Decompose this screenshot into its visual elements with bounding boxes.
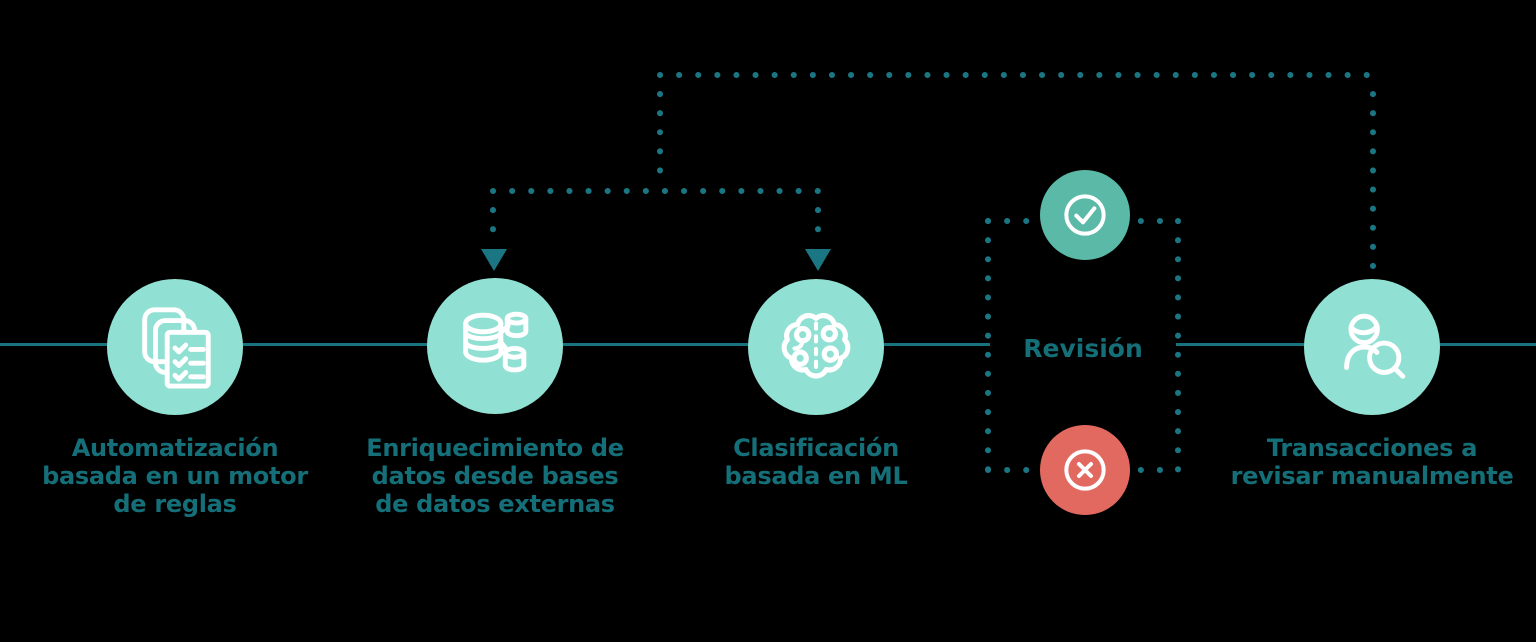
person-magnifier-icon <box>1344 313 1406 379</box>
label-line: de reglas <box>113 490 237 518</box>
step-circle-data-enrichment <box>427 278 563 414</box>
label-line: datos desde bases <box>371 462 619 490</box>
step-label-ml-classification: Clasificación basada en ML <box>725 434 908 490</box>
label-line: basada en un motor <box>42 462 308 490</box>
ml-brain-icon <box>781 313 851 379</box>
arrowhead-right <box>805 249 831 271</box>
arrowhead-left <box>481 249 507 271</box>
label-line: Enriquecimiento de <box>366 434 624 462</box>
step-label-manual-review: Transacciones a revisar manualmente <box>1231 434 1514 490</box>
label-line: revisar manualmente <box>1230 462 1514 490</box>
label-line: Automatización <box>71 434 279 462</box>
step-circle-rules-engine <box>107 279 243 415</box>
label-line: de datos externas <box>375 490 615 518</box>
check-circle-icon <box>1064 194 1106 236</box>
step-label-data-enrichment: Enriquecimiento de datos desde bases de … <box>366 434 624 518</box>
step-circle-ml-classification <box>748 279 884 415</box>
label-line: Clasificación <box>733 434 899 462</box>
step-label-rules-engine: Automatización basada en un motor de reg… <box>42 434 308 518</box>
label-line: Transacciones a <box>1266 434 1478 462</box>
review-label: Revisión <box>1023 334 1143 363</box>
review-reject-circle <box>1040 425 1130 515</box>
step-circle-manual-review <box>1304 279 1440 415</box>
label-line: basada en ML <box>724 462 908 490</box>
review-approve-circle <box>1040 170 1130 260</box>
x-circle-icon <box>1064 449 1106 491</box>
external-databases-icon <box>463 311 529 373</box>
documents-checklist-icon <box>142 307 211 389</box>
